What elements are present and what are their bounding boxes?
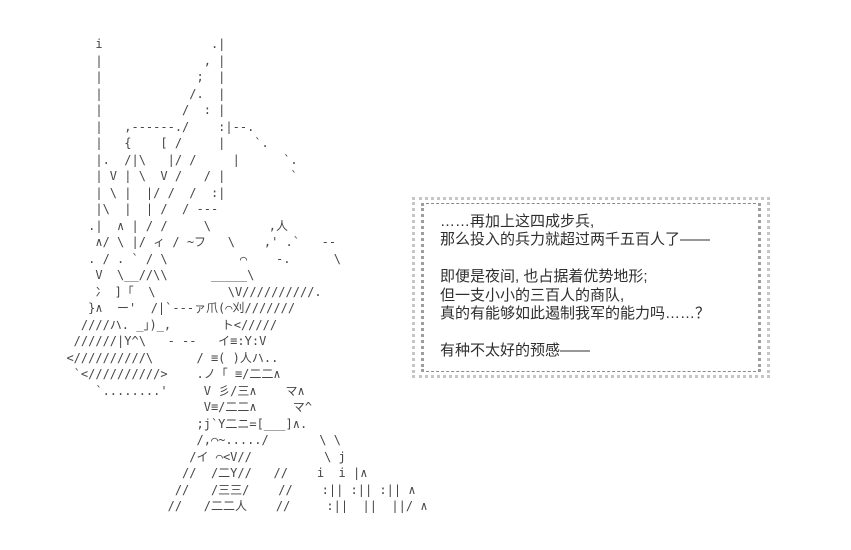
dialogue-line: 真的有能够如此遏制我军的能力吗……？ bbox=[440, 304, 711, 322]
dialogue-line: 那么投入的兵力就超过两千五百人了—— bbox=[440, 231, 711, 249]
dialogue-line: 即便是夜间, 也占据着优势地形; bbox=[440, 268, 648, 286]
dialogue-line: 但一支小小的三百人的商队, bbox=[440, 286, 625, 304]
dialogue-line: 有种不太好的预感—— bbox=[440, 341, 591, 359]
dialogue-line-spacer bbox=[440, 250, 750, 268]
dialogue-box-inner: ……再加上这四成步兵, 那么投入的兵力就超过两千五百人了—— 即便是夜间, 也占… bbox=[421, 203, 761, 372]
dialogue-line-spacer bbox=[440, 323, 750, 341]
dialogue-line: ……再加上这四成步兵, bbox=[440, 213, 595, 230]
dialogue-box: ……再加上这四成步兵, 那么投入的兵力就超过两千五百人了—— 即便是夜间, 也占… bbox=[412, 197, 770, 378]
ascii-art: i .| | , | | ; | | /. | | / : | | ,-----… bbox=[66, 37, 428, 513]
